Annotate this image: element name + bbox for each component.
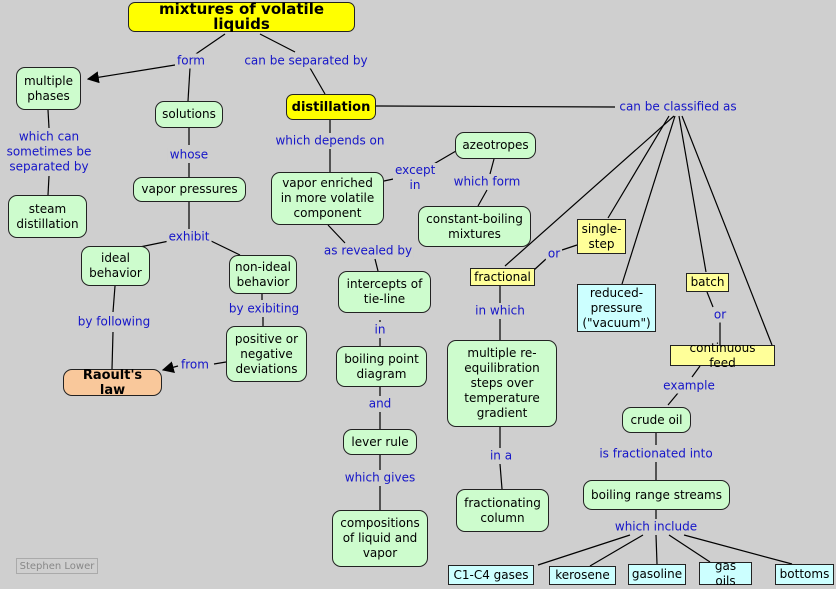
continuous-feed-node[interactable]: continuous feed bbox=[670, 341, 775, 370]
lever-rule-node[interactable]: lever rule bbox=[343, 429, 417, 455]
bottoms-node[interactable]: bottoms bbox=[775, 564, 834, 585]
c1-c4-gases-node[interactable]: C1-C4 gases bbox=[448, 565, 534, 585]
link-label-form: form bbox=[175, 53, 207, 69]
link-label-in-which: in which bbox=[473, 303, 527, 319]
mixtures-of-volatile-liquids-node[interactable]: mixtures of volatile liquids bbox=[128, 2, 355, 32]
fractional-node[interactable]: fractional bbox=[470, 268, 535, 286]
link-label-by-following: by following bbox=[75, 314, 153, 330]
link-label-from: from bbox=[179, 357, 211, 373]
kerosene-node[interactable]: kerosene bbox=[549, 566, 616, 585]
link-label-which-gives: which gives bbox=[342, 470, 418, 486]
link-label-exhibit: exhibit bbox=[166, 229, 212, 245]
link-label-or-single-step: or bbox=[545, 246, 563, 262]
batch-node[interactable]: batch bbox=[686, 273, 729, 292]
link-label-as-revealed-by: as revealed by bbox=[321, 243, 415, 259]
link-label-except-in: except in bbox=[393, 163, 437, 193]
link-label-or-batch: or bbox=[711, 307, 729, 323]
intercepts-of-tie-line-node[interactable]: intercepts of tie-line bbox=[338, 271, 431, 313]
author-credit: Stephen Lower bbox=[16, 558, 98, 574]
link-label-can-be-classified-as: can be classified as bbox=[617, 99, 739, 115]
multiple-phases-node[interactable]: multiple phases bbox=[16, 67, 81, 110]
gasoline-node[interactable]: gasoline bbox=[628, 564, 686, 585]
link-label-and: and bbox=[366, 396, 394, 412]
boiling-point-diagram-node[interactable]: boiling point diagram bbox=[336, 346, 427, 387]
vapor-enriched-node[interactable]: vapor enriched in more volatile componen… bbox=[271, 172, 384, 225]
multiple-reequilibration-node[interactable]: multiple re-equilibration steps over tem… bbox=[447, 340, 557, 427]
single-step-node[interactable]: single-step bbox=[577, 219, 626, 254]
fractionating-column-node[interactable]: fractionating column bbox=[456, 489, 549, 532]
constant-boiling-mixtures-node[interactable]: constant-boiling mixtures bbox=[418, 206, 531, 247]
link-label-by-exhibiting: by exibiting bbox=[226, 301, 302, 317]
link-label-which-include: which include bbox=[612, 519, 700, 535]
gas-oils-node[interactable]: gas oils bbox=[699, 559, 752, 588]
link-label-which-depends-on: which depends on bbox=[273, 133, 387, 149]
link-label-can-be-separated-by: can be separated by bbox=[242, 53, 370, 69]
link-label-which-form: which form bbox=[451, 174, 523, 190]
vapor-pressures-node[interactable]: vapor pressures bbox=[133, 177, 246, 202]
azeotropes-node[interactable]: azeotropes bbox=[455, 132, 536, 159]
raoults-law-node[interactable]: Raoult's law bbox=[63, 368, 162, 398]
link-label-example: example bbox=[661, 378, 717, 394]
ideal-behavior-node[interactable]: ideal behavior bbox=[81, 246, 150, 286]
link-label-whose: whose bbox=[167, 147, 211, 163]
link-label-in-a: in a bbox=[487, 448, 515, 464]
compositions-of-liquid-and-vapor-node[interactable]: compositions of liquid and vapor bbox=[332, 510, 428, 567]
steam-distillation-node[interactable]: steam distillation bbox=[8, 195, 87, 238]
reduced-pressure-node[interactable]: reduced-pressure ("vacuum") bbox=[577, 284, 656, 332]
boiling-range-streams-node[interactable]: boiling range streams bbox=[583, 480, 730, 510]
link-label-which-can-sometimes: which can sometimes be separated by bbox=[0, 129, 101, 175]
distillation-node[interactable]: distillation bbox=[286, 94, 376, 120]
non-ideal-behavior-node[interactable]: non-ideal behavior bbox=[229, 255, 297, 294]
link-label-in: in bbox=[372, 322, 388, 338]
solutions-node[interactable]: solutions bbox=[155, 101, 223, 128]
link-label-is-fractionated-into: is fractionated into bbox=[597, 446, 715, 462]
deviations-node[interactable]: positive or negative deviations bbox=[226, 326, 307, 382]
crude-oil-node[interactable]: crude oil bbox=[622, 407, 691, 433]
